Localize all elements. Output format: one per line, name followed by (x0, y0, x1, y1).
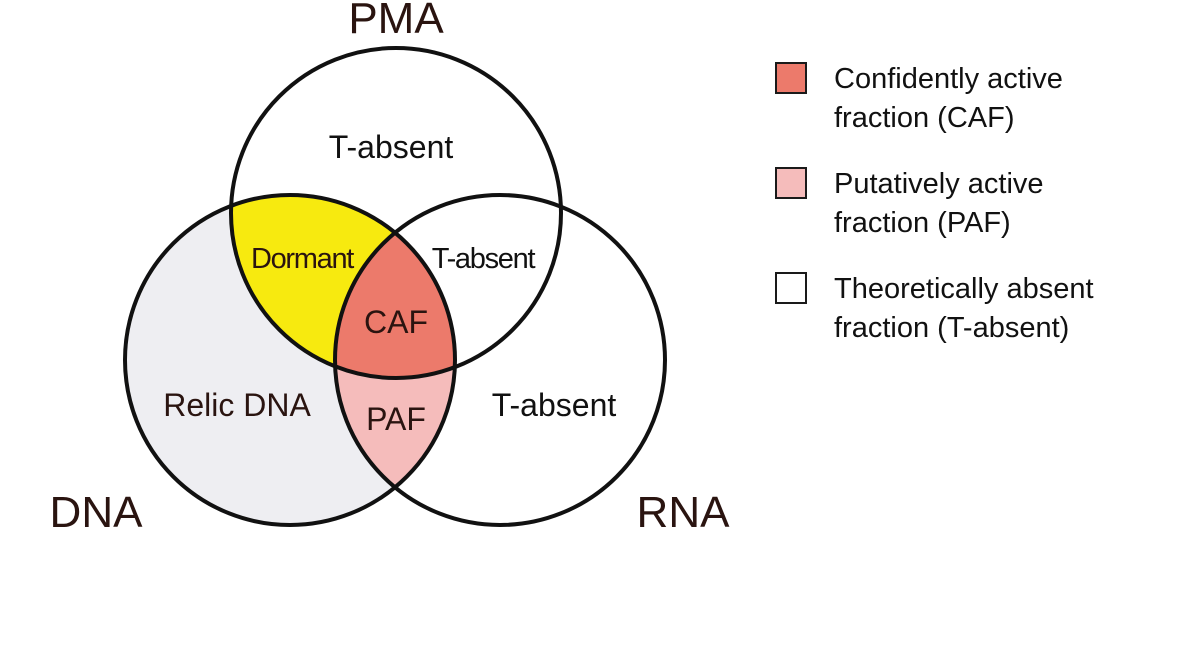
region-label-pma-only: T-absent (329, 129, 454, 165)
legend-item-t-absent: Theoretically absent fraction (T-absent) (775, 270, 1174, 348)
region-all-three (335, 195, 455, 378)
region-label-caf: CAF (364, 304, 428, 340)
legend: Confidently active fraction (CAF) Putati… (775, 60, 1174, 375)
set-label-rna: RNA (637, 488, 731, 537)
rna-circle-outline (333, 193, 667, 527)
pma-circle-outline (229, 46, 563, 380)
legend-item-paf: Putatively active fraction (PAF) (775, 165, 1174, 243)
region-label-relic-dna: Relic DNA (163, 387, 311, 423)
legend-swatch-t-absent (775, 272, 807, 304)
legend-swatch-caf (775, 62, 807, 94)
set-label-dna: DNA (50, 488, 144, 537)
dna-circle-outline (123, 193, 457, 527)
legend-text-line2: fraction (T-absent) (834, 312, 1070, 344)
legend-text-line1: Putatively active (834, 168, 1044, 200)
region-label-paf: PAF (366, 401, 426, 437)
legend-text-line2: fraction (PAF) (834, 207, 1011, 239)
set-label-pma: PMA (348, 0, 444, 43)
legend-text-line1: Theoretically absent (834, 273, 1094, 305)
region-label-dormant: Dormant (251, 243, 354, 275)
legend-item-caf: Confidently active fraction (CAF) (775, 60, 1174, 138)
region-label-rna-only: T-absent (492, 387, 617, 423)
legend-text-line1: Confidently active (834, 63, 1063, 95)
region-label-pma-rna: T-absent (432, 243, 536, 275)
legend-swatch-paf (775, 167, 807, 199)
legend-text-line2: fraction (CAF) (834, 102, 1015, 134)
